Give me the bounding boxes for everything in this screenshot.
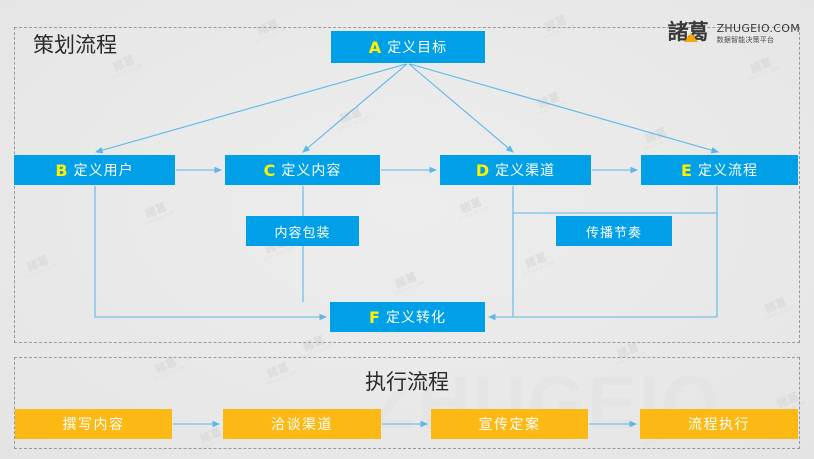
- panel-execution-flow: [14, 357, 800, 449]
- node-d-label: 定义渠道: [495, 163, 556, 179]
- node-d-key: D: [475, 160, 490, 180]
- node-e-key: E: [681, 160, 692, 180]
- node-content-packaging-label: 内容包装: [274, 225, 331, 241]
- edge-a-to-b: [94, 63, 407, 154]
- edge-b-to-f: [94, 186, 328, 321]
- node-spread-rhythm[interactable]: 传播节奏: [556, 216, 672, 246]
- node-f-label: 定义转化: [385, 310, 446, 326]
- node-b-define-user[interactable]: B 定义用户: [14, 155, 175, 185]
- logo-triangle-icon: [683, 33, 698, 42]
- node-b-key: B: [55, 160, 68, 180]
- node-e-label: 定义流程: [697, 163, 758, 179]
- edge-a-to-d: [408, 63, 514, 153]
- panel-planning-flow: [14, 27, 800, 343]
- node-write-content-label: 撰写内容: [62, 417, 125, 433]
- node-c-key: C: [263, 160, 276, 180]
- node-process-execution-label: 流程执行: [688, 417, 750, 433]
- node-a-label: 定义目标: [387, 40, 448, 56]
- node-write-content[interactable]: 撰写内容: [15, 409, 172, 439]
- planning-section-title: 策划流程: [33, 33, 117, 57]
- logo-tagline: 数据智能决策平台: [716, 36, 775, 45]
- zhugeio-logo: 諸葛 ZHUGEIO.COM 数据智能决策平台: [668, 19, 800, 49]
- edge-a-to-c: [302, 63, 408, 153]
- node-b-label: 定义用户: [73, 163, 134, 179]
- node-f-key: F: [369, 307, 380, 327]
- node-process-execution[interactable]: 流程执行: [640, 409, 798, 439]
- node-f-define-conversion[interactable]: F 定义转化: [330, 302, 485, 332]
- logo-domain: ZHUGEIO.COM: [716, 22, 800, 36]
- node-promotion-finalize[interactable]: 宣传定案: [431, 409, 588, 439]
- node-content-packaging[interactable]: 内容包装: [246, 216, 359, 246]
- logo-mark-icon: 諸葛: [668, 19, 712, 49]
- node-d-define-channel[interactable]: D 定义渠道: [440, 155, 591, 185]
- node-c-label: 定义内容: [281, 163, 342, 179]
- node-c-define-content[interactable]: C 定义内容: [225, 155, 380, 185]
- logo-text: ZHUGEIO.COM 数据智能决策平台: [717, 23, 800, 44]
- node-negotiate-channel-label: 洽谈渠道: [271, 417, 333, 433]
- node-promotion-finalize-label: 宣传定案: [478, 417, 541, 433]
- node-e-define-process[interactable]: E 定义流程: [641, 155, 798, 185]
- node-a-key: A: [368, 37, 382, 57]
- node-spread-rhythm-label: 传播节奏: [585, 225, 642, 241]
- node-a-define-goal[interactable]: A 定义目标: [331, 31, 485, 63]
- execution-section-title: 执行流程: [365, 370, 449, 394]
- edge-a-to-e: [409, 63, 720, 154]
- node-negotiate-channel[interactable]: 洽谈渠道: [223, 409, 381, 439]
